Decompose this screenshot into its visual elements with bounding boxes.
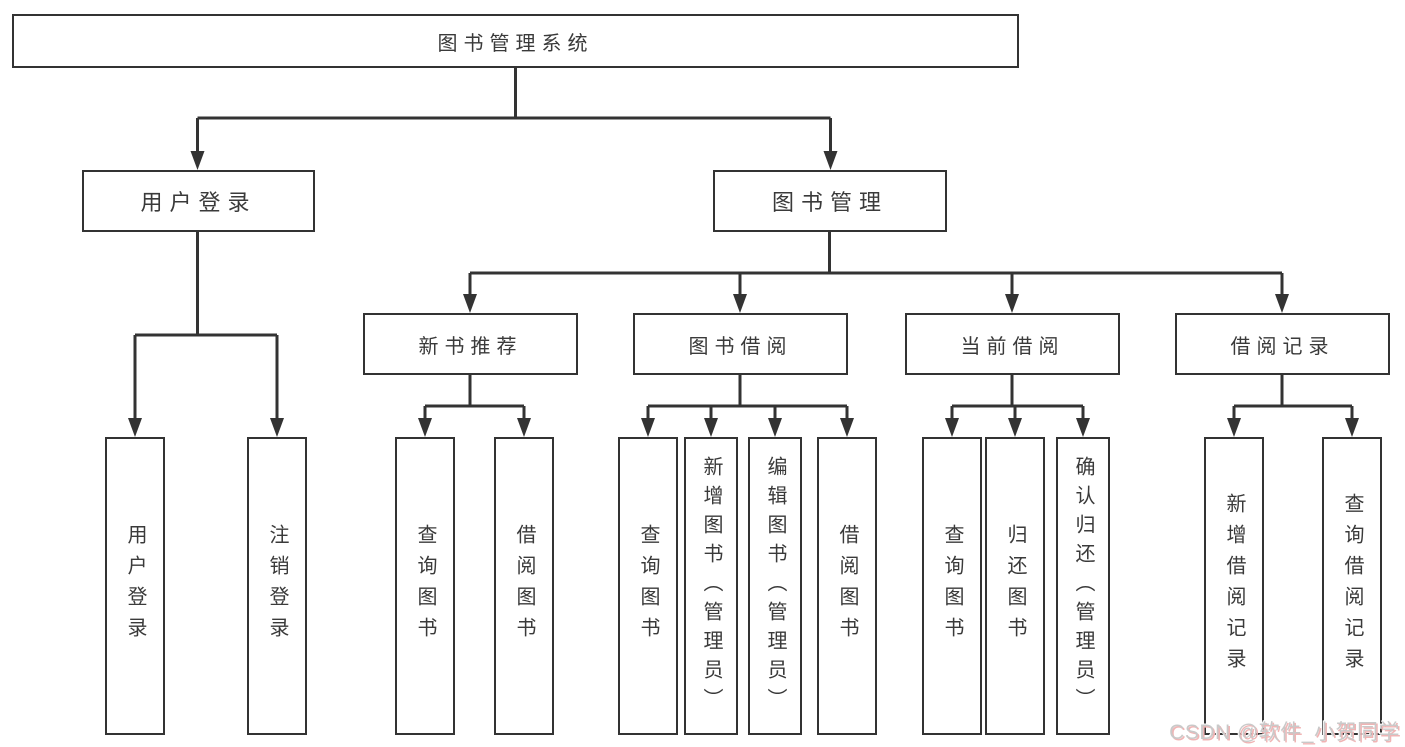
leaf-borrow-books-recommend: 借阅图书 <box>494 437 554 735</box>
node-label: 编辑图书（管理员） <box>764 455 786 717</box>
node-label: 图书借阅 <box>688 335 793 358</box>
node-label: 借阅记录 <box>1230 335 1335 358</box>
node-label: 用户登录 <box>140 190 257 215</box>
node-label: 图书管理 <box>771 190 888 215</box>
leaf-add-books-admin: 新增图书（管理员） <box>684 437 738 735</box>
leaf-query-books-recommend: 查询图书 <box>395 437 455 735</box>
arrow-heads <box>128 151 1359 437</box>
node-library-management-system: 图书管理系统 <box>12 14 1019 68</box>
leaf-add-borrow-record: 新增借阅记录 <box>1204 437 1264 735</box>
tree-edges <box>133 68 1354 420</box>
node-current-borrowing: 当前借阅 <box>905 313 1120 375</box>
node-book-management: 图书管理 <box>713 170 947 232</box>
node-label: 新书推荐 <box>418 335 523 358</box>
leaf-query-books-borrow: 查询图书 <box>618 437 678 735</box>
node-label: 当前借阅 <box>960 335 1065 358</box>
leaf-edit-books-admin: 编辑图书（管理员） <box>748 437 802 735</box>
node-label: 借阅图书 <box>513 524 535 648</box>
csdn-watermark: CSDN @软件_小贺同学 <box>1169 721 1400 744</box>
node-label: 确认归还（管理员） <box>1072 455 1094 717</box>
leaf-return-books: 归还图书 <box>985 437 1045 735</box>
node-label: 用户登录 <box>124 524 146 648</box>
node-label: 图书管理系统 <box>437 32 594 55</box>
leaf-user-login: 用户登录 <box>105 437 165 735</box>
node-label: 注销登录 <box>266 524 288 648</box>
node-new-book-recommend: 新书推荐 <box>363 313 578 375</box>
node-label: 查询图书 <box>941 524 963 648</box>
leaf-query-books-current: 查询图书 <box>922 437 982 735</box>
node-borrowing-records: 借阅记录 <box>1175 313 1390 375</box>
node-label: 归还图书 <box>1004 524 1026 648</box>
leaf-logout: 注销登录 <box>247 437 307 735</box>
node-label: 查询图书 <box>637 524 659 648</box>
node-label: 新增借阅记录 <box>1223 493 1245 679</box>
leaf-query-borrow-record: 查询借阅记录 <box>1322 437 1382 735</box>
node-label: 借阅图书 <box>836 524 858 648</box>
node-label: 新增图书（管理员） <box>700 455 722 717</box>
leaf-borrow-books: 借阅图书 <box>817 437 877 735</box>
node-label: 查询借阅记录 <box>1341 493 1363 679</box>
node-user-login: 用户登录 <box>82 170 315 232</box>
node-book-borrowing: 图书借阅 <box>633 313 848 375</box>
node-label: 查询图书 <box>414 524 436 648</box>
leaf-confirm-return-admin: 确认归还（管理员） <box>1056 437 1110 735</box>
